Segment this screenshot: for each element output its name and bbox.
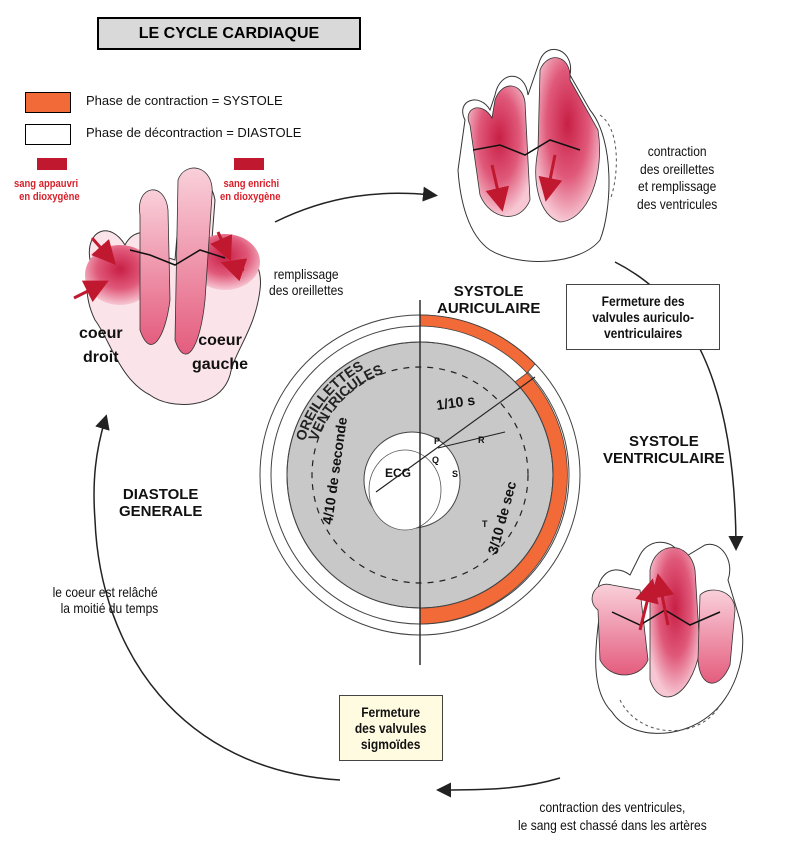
general-diastole-label: DIASTOLE GENERALE xyxy=(119,486,202,521)
time-atrial-label: 1/10 s xyxy=(435,392,476,413)
ventricular-contraction-caption: contraction des ventricules, le sang est… xyxy=(518,798,707,834)
time-ventricular-label: 3/10 de sec xyxy=(484,479,519,556)
ventricular-systole-label: SYSTOLE VENTRICULAIRE xyxy=(603,433,725,468)
sigmoid-box-line-1: Fermeture xyxy=(355,704,427,720)
filling-line-2: des oreillettes xyxy=(269,282,343,298)
relax-note-line-2: la moitié du temps xyxy=(52,600,158,616)
ecg-mark-t: T xyxy=(482,519,488,529)
poor-blood-label: sang appauvri en dioxygène xyxy=(14,178,80,203)
relax-note-line-1: le coeur est relâché xyxy=(52,584,158,600)
left-heart-line-2: gauche xyxy=(192,356,248,374)
caption-line-4: des ventricules xyxy=(637,196,717,214)
av-box-line-2: valvules auriculo- xyxy=(592,309,694,325)
rich-blood-label: sang enrichi en dioxygène xyxy=(220,178,280,203)
bottom-caption-line-1: contraction des ventricules, xyxy=(518,798,707,816)
ecg-label: ECG xyxy=(385,466,411,480)
atrial-systole-label: SYSTOLE AURICULAIRE xyxy=(437,283,540,318)
right-heart-line-2: droit xyxy=(79,349,123,367)
ventricular-systole-line-1: SYSTOLE xyxy=(603,433,725,450)
atrial-contraction-caption: contraction des oreillettes et remplissa… xyxy=(637,143,717,213)
av-box-line-1: Fermeture des xyxy=(592,293,694,309)
left-heart-line-1: coeur xyxy=(192,332,248,350)
right-heart-line-1: coeur xyxy=(79,325,123,343)
caption-line-2: des oreillettes xyxy=(637,161,717,179)
poor-blood-line-1: sang appauvri xyxy=(14,178,80,191)
atrial-systole-line-1: SYSTOLE xyxy=(437,283,540,300)
ecg-mark-p: P xyxy=(434,436,440,446)
filling-atria-caption: remplissage des oreillettes xyxy=(269,266,343,298)
right-heart-label: coeur droit xyxy=(79,325,123,368)
left-heart-label: coeur gauche xyxy=(192,332,248,375)
av-valves-box: Fermeture des valvules auriculo- ventric… xyxy=(566,284,720,350)
sigmoid-box-line-3: sigmoïdes xyxy=(355,736,427,752)
rich-blood-line-2: en dioxygène xyxy=(220,191,280,204)
ecg-mark-s: S xyxy=(452,469,458,479)
filling-line-1: remplissage xyxy=(269,266,343,282)
bottom-caption-line-2: le sang est chassé dans les artères xyxy=(518,816,707,834)
poor-blood-line-2: en dioxygène xyxy=(14,191,80,204)
ecg-mark-r: R xyxy=(478,435,485,445)
ventricular-systole-line-2: VENTRICULAIRE xyxy=(603,450,725,467)
sigmoid-valves-box: Fermeture des valvules sigmoïdes xyxy=(339,695,443,761)
caption-line-1: contraction xyxy=(637,143,717,161)
av-box-line-3: ventriculaires xyxy=(592,325,694,341)
general-diastole-line-2: GENERALE xyxy=(119,503,202,520)
rich-blood-line-1: sang enrichi xyxy=(220,178,280,191)
atrial-systole-line-2: AURICULAIRE xyxy=(437,300,540,317)
sigmoid-box-line-2: des valvules xyxy=(355,720,427,736)
relax-note: le coeur est relâché la moitié du temps xyxy=(52,584,158,616)
general-diastole-line-1: DIASTOLE xyxy=(119,486,202,503)
caption-line-3: et remplissage xyxy=(637,178,717,196)
ecg-mark-q: Q xyxy=(432,455,439,465)
